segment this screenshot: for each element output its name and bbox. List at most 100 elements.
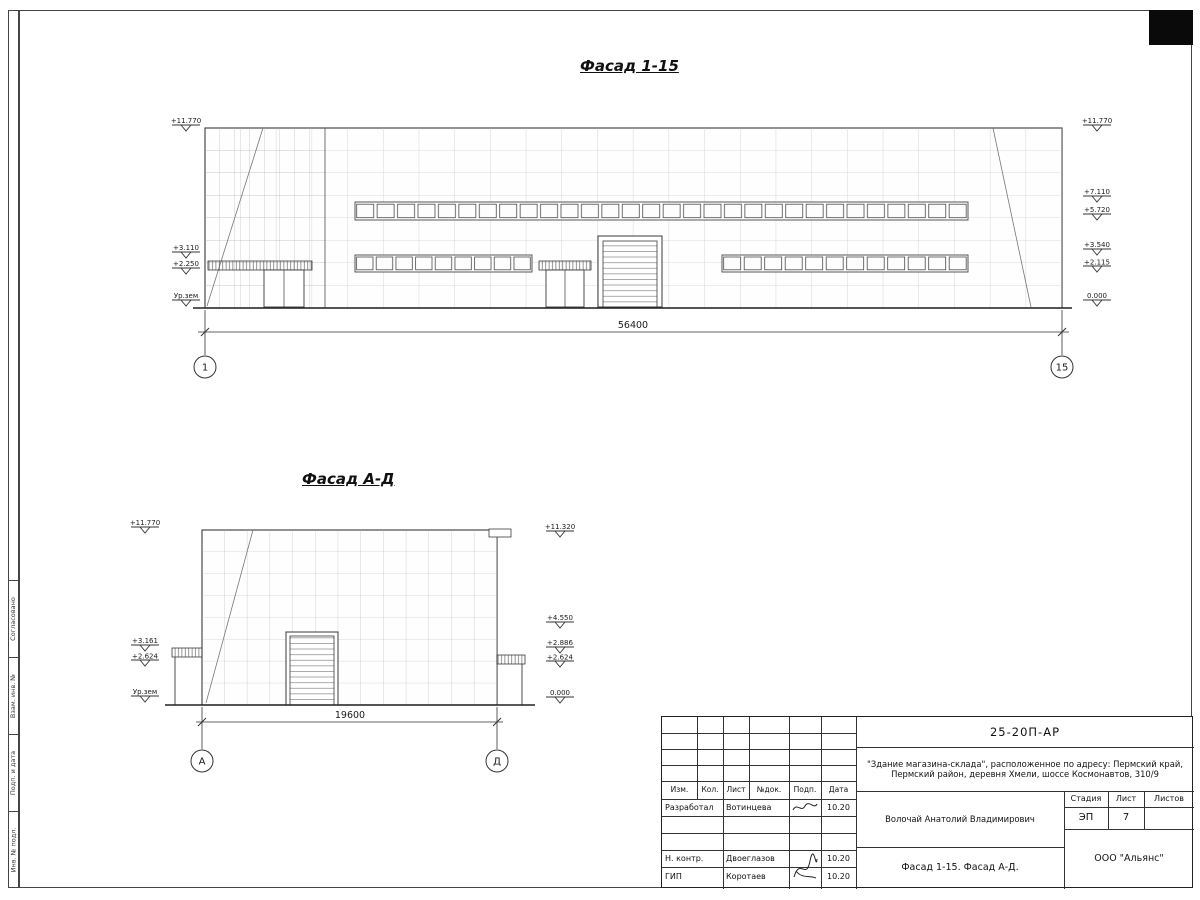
- facade2-diagonal: [205, 529, 254, 704]
- dimension-ticks: [197, 717, 502, 727]
- facade1-drawing: 56400 1 15 +11.770 +3.110 +2.250 Ур.зем …: [171, 117, 1112, 379]
- left-canopy: [171, 647, 203, 658]
- tb-date: 10.20: [827, 872, 850, 881]
- level-mark-icon: [130, 644, 160, 652]
- level-mark: +2.886: [547, 639, 573, 647]
- level-mark: +2.624: [132, 653, 158, 661]
- level-mark-icon: [130, 695, 160, 703]
- tb-line: [1144, 791, 1145, 829]
- level-mark: +11.320: [545, 523, 575, 531]
- facade1-right-diagonal: [992, 127, 1032, 308]
- strip-divider: [8, 580, 18, 581]
- level-mark: +11.770: [1082, 117, 1112, 125]
- tb-line: [856, 747, 1194, 748]
- axis-label: 15: [1056, 363, 1069, 374]
- level-mark-icon: [545, 530, 575, 538]
- level-mark: +2.624: [547, 654, 573, 662]
- tb-line: [662, 833, 856, 834]
- tb-sheets-label: Листов: [1154, 794, 1184, 803]
- tb-role: Н. контр.: [665, 853, 704, 863]
- level-mark-icon: [171, 124, 201, 132]
- tb-name: Вотинцева: [726, 802, 772, 812]
- tb-line: [856, 847, 1064, 848]
- facade2-title: Фасад А-Д: [302, 470, 395, 488]
- level-mark: Ур.зем: [133, 688, 157, 696]
- mid-entrance-canopy: [538, 260, 592, 271]
- tb-date: 10.20: [827, 802, 850, 812]
- axis-bubble: [1050, 355, 1074, 379]
- level-mark-icon: [545, 621, 575, 629]
- lower-window-panes-left: [355, 255, 532, 272]
- tb-line: [662, 765, 856, 766]
- level-mark-icon: [171, 299, 201, 307]
- tb-role: ГИП: [665, 872, 682, 881]
- strip-divider: [8, 657, 18, 658]
- tb-line: [1064, 791, 1065, 889]
- tb-line: [662, 799, 856, 800]
- level-mark: +11.770: [130, 519, 160, 527]
- level-mark-icon: [1082, 248, 1112, 256]
- level-mark-icon: [545, 660, 575, 668]
- level-mark: Ур.зем: [174, 292, 198, 300]
- axis-bubble: [193, 355, 217, 379]
- tb-company: ООО "Альянс": [1094, 853, 1164, 865]
- tb-doc-code: 25-20П-АР: [989, 724, 1060, 739]
- level-mark: +4.550: [547, 614, 573, 622]
- tb-sheet-value: 7: [1122, 811, 1130, 823]
- dimension-value: 56400: [618, 320, 648, 331]
- tb-line: [856, 717, 857, 889]
- level-mark-icon: [130, 659, 160, 667]
- level-mark: +2.250: [173, 260, 199, 268]
- axis-bubble: [485, 749, 509, 773]
- tb-stage-value: ЭП: [1078, 811, 1094, 823]
- corner-stamp: [1149, 10, 1193, 45]
- level-mark: +7.110: [1084, 188, 1110, 196]
- right-canopy: [496, 654, 526, 665]
- gate-door: [289, 635, 335, 706]
- level-mark-icon: [545, 646, 575, 654]
- title-block: Изм. Кол. Лист №док. Подп. Дата Разработ…: [661, 716, 1194, 889]
- level-mark: 0.000: [550, 689, 570, 697]
- level-mark-icon: [1082, 265, 1112, 273]
- level-mark-icon: [1082, 299, 1112, 307]
- tb-stage-label: Стадия: [1070, 794, 1102, 803]
- tb-architect: Волочай Анатолий Владимирович: [885, 813, 1035, 824]
- level-mark: +5.720: [1084, 206, 1110, 214]
- strip-divider: [8, 811, 18, 812]
- tb-col-izm: Изм.: [670, 785, 689, 795]
- tb-col-ndok: №док.: [756, 785, 782, 795]
- level-mark: +3.540: [1084, 241, 1110, 249]
- level-mark: +3.110: [173, 244, 199, 252]
- central-gate-door: [602, 240, 658, 308]
- tb-line: [662, 733, 856, 734]
- lower-window-panes-right: [722, 255, 968, 272]
- tb-col-list: Лист: [726, 785, 746, 795]
- strip-divider: [8, 734, 18, 735]
- tb-line: [749, 717, 750, 799]
- tb-line: [789, 717, 790, 889]
- tb-line: [1064, 829, 1194, 830]
- tb-role: Разработал: [665, 802, 714, 812]
- level-mark: 0.000: [1087, 292, 1107, 300]
- facade2-panel-grid: [202, 530, 497, 705]
- tb-line: [662, 816, 856, 817]
- tb-line: [662, 749, 856, 750]
- level-mark-icon: [1082, 124, 1112, 132]
- level-mark: +3.161: [132, 637, 158, 645]
- facade1-left-diagonal: [206, 127, 264, 307]
- tb-line: [697, 717, 698, 799]
- signature-icon: [793, 853, 818, 879]
- level-mark: +11.770: [171, 117, 201, 125]
- dimension-value: 19600: [335, 710, 365, 721]
- tb-col-podp: Подп.: [793, 785, 817, 795]
- tb-project: "Здание магазина-склада", расположенное …: [860, 748, 1190, 790]
- tb-sheet-label: Лист: [1115, 794, 1137, 803]
- level-mark-icon: [171, 251, 201, 259]
- left-entrance-canopy: [207, 260, 313, 271]
- tb-line: [856, 791, 1194, 792]
- tb-line: [662, 867, 856, 868]
- tb-project-line1: "Здание магазина-склада", расположенное …: [867, 758, 1183, 769]
- level-mark: +2.115: [1084, 259, 1110, 267]
- tb-project-line2: Пермский район, деревня Хмели, шоссе Кос…: [891, 769, 1159, 779]
